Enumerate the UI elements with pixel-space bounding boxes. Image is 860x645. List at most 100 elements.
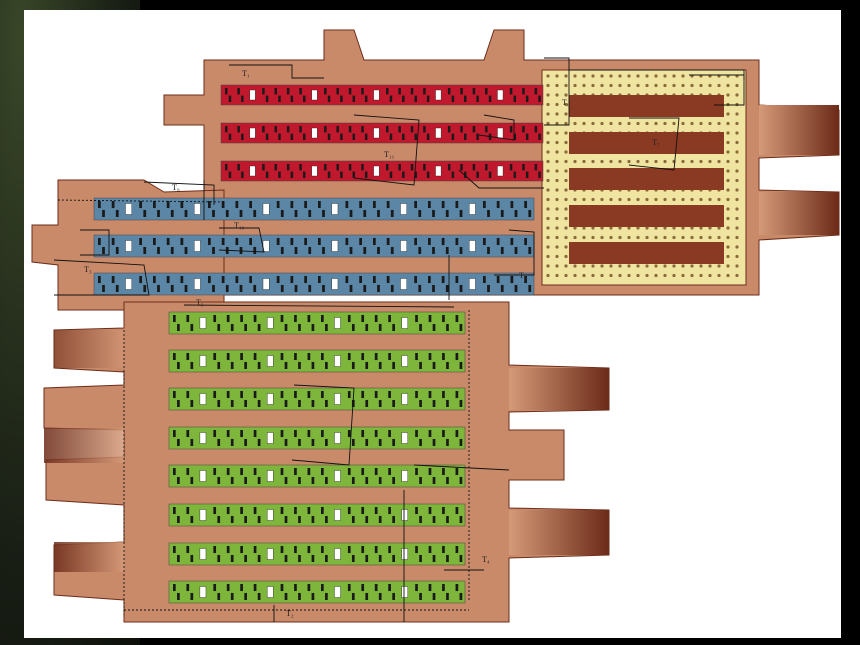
yellow-dot (564, 121, 568, 126)
yellow-dot (726, 121, 730, 126)
yellow-dot (618, 121, 622, 126)
yellow-dot (555, 178, 559, 183)
red-row (220, 160, 544, 182)
yellow-dot (672, 264, 676, 268)
yellow-dot (627, 83, 631, 88)
label-t5: T₅ (519, 271, 527, 280)
yellow-dot (690, 159, 694, 164)
yellow-dot (690, 121, 694, 126)
yellow-dot (591, 226, 595, 230)
yellow-dot (726, 93, 730, 97)
yellow-dot (555, 188, 559, 192)
yellow-dot (546, 121, 550, 126)
yellow-dot (555, 264, 559, 268)
yellow-dot (636, 226, 640, 230)
yellow-dot (717, 226, 721, 230)
yellow-dot (654, 74, 658, 78)
yellow-dot (627, 197, 631, 202)
green-row (168, 503, 466, 527)
yellow-dot (735, 178, 739, 183)
yellow-dot (672, 273, 676, 278)
yellow-dot (564, 93, 568, 97)
yellow-dot (672, 121, 676, 126)
yellow-dot (546, 226, 550, 230)
yellow-dot (564, 188, 568, 192)
yellow-dot (636, 273, 640, 278)
yellow-dot (645, 159, 649, 164)
green-row (168, 580, 466, 604)
yellow-dot (618, 264, 622, 268)
yellow-dot (564, 235, 568, 240)
yellow-dot (690, 235, 694, 240)
yellow-dot (735, 264, 739, 268)
yellow-dot (645, 264, 649, 268)
yellow-dot (573, 264, 577, 268)
yellow-dot (564, 178, 568, 183)
yellow-dot (681, 159, 685, 164)
yellow-dot (555, 159, 559, 164)
yellow-dot (726, 207, 730, 211)
yellow-dot (726, 140, 730, 145)
yellow-dot (735, 188, 739, 192)
yellow-dot (555, 216, 559, 221)
yellow-dot (564, 216, 568, 221)
yellow-dot (735, 197, 739, 202)
yellow-dot (627, 235, 631, 240)
label-t3: T₃ (84, 265, 92, 274)
yellow-dot (555, 83, 559, 88)
yellow-dot (555, 102, 559, 107)
yellow-dot (735, 235, 739, 240)
yellow-dot (690, 264, 694, 268)
yellow-dot (564, 159, 568, 164)
zone-labels: T₁ T₁₁ T₈ T₇ T₉ T₁₀ T₅ T₃ T₆ T₄ T₂ (84, 69, 660, 618)
yellow-dot (663, 226, 667, 230)
yellow-dot (636, 235, 640, 240)
yellow-dot (735, 273, 739, 278)
yellow-dot (726, 112, 730, 116)
yellow-dot (609, 264, 613, 268)
yellow-dot (726, 245, 730, 249)
yellow-dot (600, 159, 604, 164)
yellow-dot (627, 159, 631, 164)
yellow-dot (726, 102, 730, 107)
yellow-dot (546, 207, 550, 211)
yellow-dot (636, 264, 640, 268)
yellow-dot (672, 197, 676, 202)
yellow-dot (699, 83, 703, 88)
yellow-dot (645, 235, 649, 240)
yellow-dot (654, 226, 658, 230)
yellow-dot (618, 74, 622, 78)
green-row (168, 349, 466, 373)
yellow-dot (672, 83, 676, 88)
yellow-dot (546, 178, 550, 183)
yellow-dot (609, 159, 613, 164)
yellow-dot (546, 273, 550, 278)
yellow-dot (735, 159, 739, 164)
yellow-dot (600, 197, 604, 202)
yellow-dot (582, 83, 586, 88)
yellow-dot (645, 83, 649, 88)
yellow-dot (582, 264, 586, 268)
yellow-dot (654, 197, 658, 202)
yellow-dot (546, 150, 550, 154)
green-row (168, 387, 466, 411)
red-row (220, 122, 544, 144)
yellow-dot (573, 121, 577, 126)
yellow-dot (654, 273, 658, 278)
yellow-dot (663, 159, 667, 164)
yellow-dot (681, 264, 685, 268)
yellow-dot (546, 140, 550, 145)
yellow-dot (645, 197, 649, 202)
yellow-dot (735, 83, 739, 88)
yellow-dot (708, 226, 712, 230)
yellow-dot (555, 273, 559, 278)
yellow-dot (546, 83, 550, 88)
yellow-dot (627, 264, 631, 268)
yellow-dot (564, 245, 568, 249)
yellow-dot (618, 159, 622, 164)
yellow-dot (681, 121, 685, 126)
yellow-dot (663, 83, 667, 88)
yellow-dot (546, 235, 550, 240)
yellow-dot (717, 159, 721, 164)
